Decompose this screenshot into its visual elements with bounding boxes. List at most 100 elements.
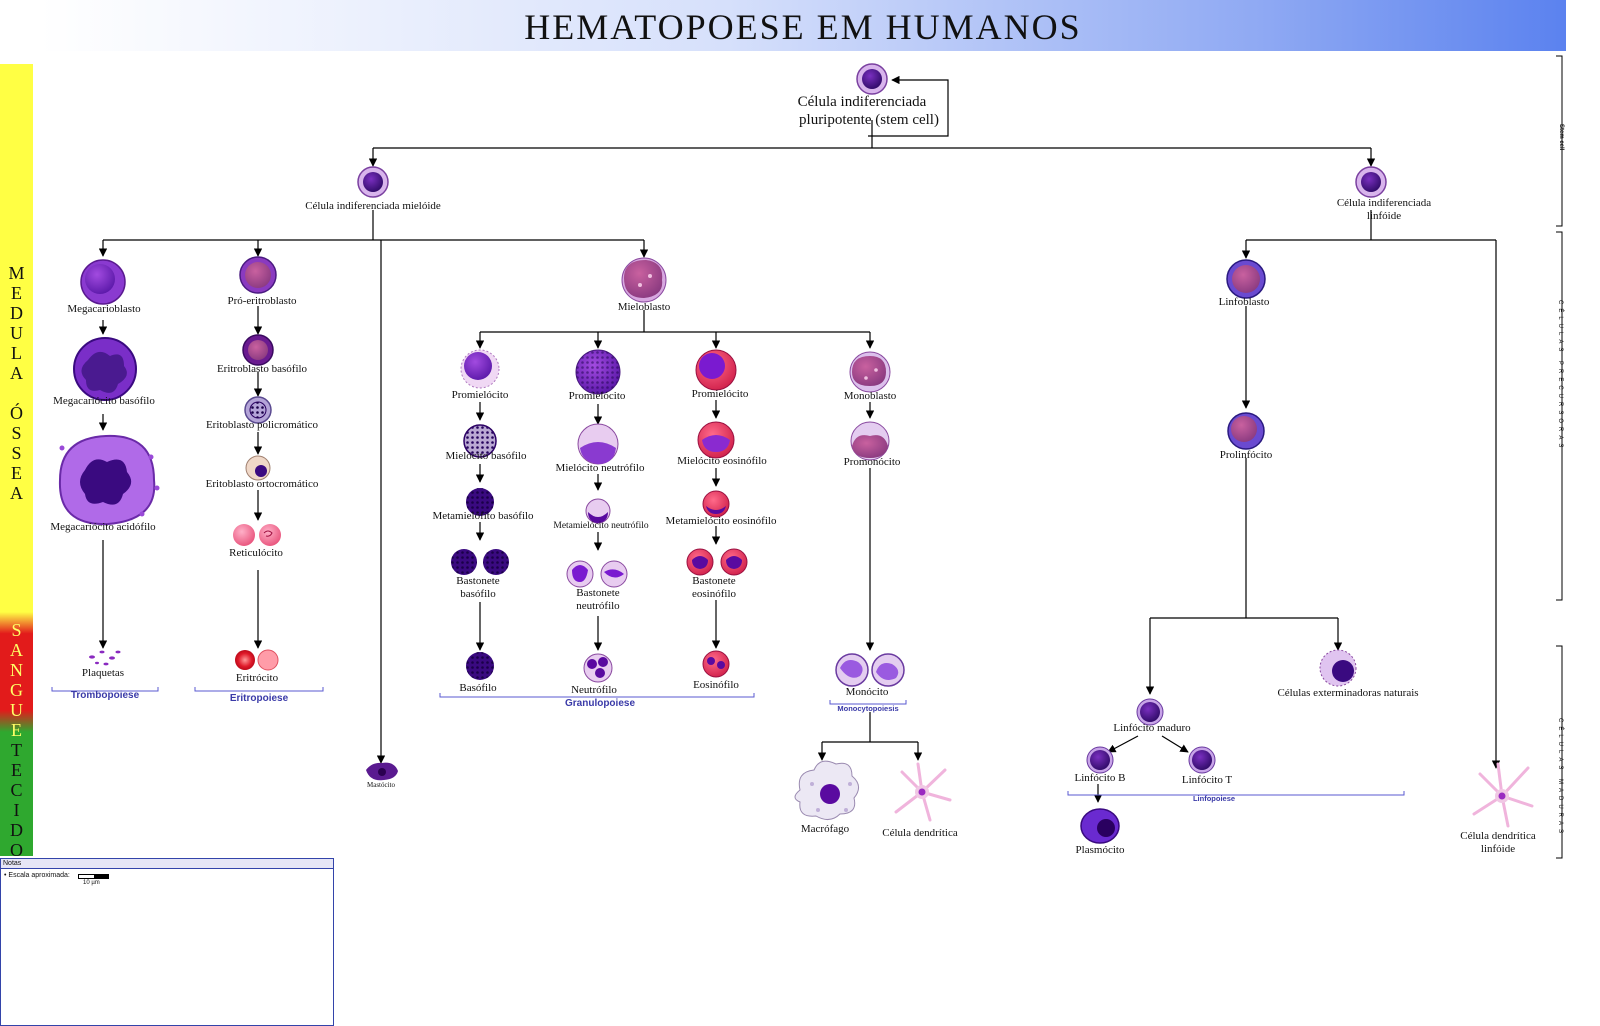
myeloblast-icon [621, 257, 667, 303]
basophil-band-label-line2: basófilo [460, 588, 496, 600]
zone-letter: O [10, 840, 23, 860]
neutrophil-band-label-line2: neutrófilo [576, 600, 620, 612]
acidophilic-megakaryocyte-icon [58, 434, 160, 526]
basophil-band-icon [451, 549, 509, 575]
mature-lymphocyte-label: Linfócito maduro [1113, 722, 1191, 734]
eosinophil-myelocyte-label: Mielócito eosinófilo [677, 455, 767, 467]
prolymphocyte-label: Prolinfócito [1219, 449, 1273, 461]
title-bar: HEMATOPOESE EM HUMANOS [40, 0, 1566, 51]
polychromatic-erythroblast-icon [244, 396, 272, 424]
lymphoid-progenitor-label-line1: Célula indiferenciada [1336, 197, 1432, 209]
stem-cell-label-line1: Célula indiferenciada [797, 94, 927, 110]
stem-cell-icon [856, 63, 888, 95]
basophilic-erythroblast-label: Eritroblasto basófilo [216, 363, 308, 375]
zone-letter: S [11, 443, 22, 463]
promonocyte-label: Promonócito [843, 456, 901, 468]
basophilic-megakaryocyte-icon [73, 337, 137, 401]
neutrophil-band-label: Bastonete neutrófilo [576, 587, 619, 613]
stem-cell-label-line2: pluripotente (stem cell) [799, 112, 939, 128]
scale-label: • Escala aproximada: [4, 872, 70, 879]
side-brackets [1556, 55, 1563, 859]
b-lymphocyte-icon [1086, 746, 1114, 774]
zone-letter: I [13, 800, 20, 820]
b-lymphocyte-label: Linfócito B [1074, 772, 1126, 784]
eosinophil-metamyelocyte-icon [702, 490, 730, 518]
zone-letter: E [11, 720, 22, 740]
zone-letter: A [10, 483, 23, 503]
zone-letter: C [10, 780, 23, 800]
proerythroblast-label: Pró-eritroblasto [227, 295, 297, 307]
basophil-metamyelocyte-icon [466, 488, 494, 516]
reticulocyte-label: Reticulócito [229, 547, 283, 559]
basophilic-erythroblast-icon [242, 334, 274, 366]
zone-letter: U [10, 700, 23, 720]
notes-header: Notas [1, 859, 333, 869]
t-lymphocyte-label: Linfócito T [1181, 774, 1233, 786]
plasma-cell-icon [1080, 808, 1120, 844]
zone-letter: Ó [10, 403, 23, 423]
thrombopoiesis-group-label: Trombopoiese [70, 690, 140, 701]
zone-letter: E [11, 760, 22, 780]
megakaryoblast-label: Megacarioblasto [67, 303, 141, 315]
erythrocyte-icon [235, 649, 279, 671]
neutrophil-myelocyte-label: Mielócito neutrófilo [555, 462, 645, 474]
myeloid-progenitor-label: Célula indiferenciada mielóide [305, 200, 441, 212]
lymphopoiesis-group-label: Linfopoiese [1192, 794, 1236, 803]
lymphoid-dendritic-cell-label: Célula dendrítica linfóide [1460, 830, 1535, 856]
zone-letter: D [10, 820, 23, 840]
macrophage-icon [794, 760, 859, 820]
zone-letter: A [10, 640, 23, 660]
neutrophil-promyelocyte-icon [575, 349, 621, 395]
monocyte-label: Monócito [845, 686, 889, 698]
zone-sangue [0, 612, 33, 732]
lymphoblast-icon [1226, 259, 1266, 299]
zone-letter: L [11, 343, 22, 363]
promonocyte-icon [850, 421, 890, 461]
polychromatic-erythroblast-label: Eritoblasto policromático [205, 419, 319, 431]
lymphoid-progenitor-label-line2: linfóide [1366, 210, 1402, 222]
monoblast-label: Monoblasto [843, 390, 897, 402]
eosinophil-label: Eosinófilo [693, 679, 739, 691]
page-title: HEMATOPOESE EM HUMANOS [524, 7, 1082, 47]
eosinophil-promyelocyte-label: Promielócito [691, 388, 749, 400]
platelets-icon [89, 650, 121, 666]
side-label-precursor: CÉLULAS PRECURSORAS [1557, 300, 1563, 452]
eosinophil-band-label: Bastonete eosinófilo [692, 575, 736, 601]
eosinophil-band-label-line1: Bastonete [692, 575, 736, 587]
monocyte-icon [835, 653, 905, 687]
basophil-myelocyte-label: Mielócito basófilo [445, 450, 527, 462]
lymphoid-dendritic-label-line1: Célula dendrítica [1460, 830, 1536, 842]
mast-cell-icon [366, 762, 398, 781]
neutrophil-icon [583, 653, 613, 683]
basophil-myelocyte-icon [463, 424, 497, 458]
mature-lymphocyte-icon [1136, 698, 1164, 726]
proerythroblast-icon [239, 256, 277, 294]
basophil-metamyelocyte-label: Metamielófito basófilo [432, 510, 534, 522]
acidophilic-megakaryocyte-label: Megacariócito acidófilo [50, 521, 156, 533]
lymphoid-dendritic-label-line2: linfóide [1480, 843, 1516, 855]
stem-cell-label: Célula indiferenciada pluripotente (stem… [785, 93, 939, 129]
t-lymphocyte-icon [1188, 746, 1216, 774]
zone-letter: M [8, 263, 25, 283]
orthochromatic-erythroblast-label: Eritoblasto ortocromático [205, 478, 319, 490]
nk-cell-label: Células exterminadoras naturais [1277, 687, 1419, 699]
neutrophil-metamyelocyte-icon [585, 498, 611, 524]
zone-letter: G [10, 680, 23, 700]
side-label-mature: CÉLULAS MADURAS [1557, 718, 1563, 838]
group-brackets [51, 687, 1405, 796]
neutrophil-band-label-line1: Bastonete [576, 587, 620, 599]
monocytopoiesis-group-label: Monocytopoiesis [837, 704, 899, 713]
zone-letter: U [10, 323, 23, 343]
eosinophil-icon [702, 650, 730, 678]
zone-letter: T [11, 740, 22, 760]
basophil-promyelocyte-label: Promielócito [451, 389, 509, 401]
basophilic-megakaryocyte-label: Megacariócito basófilo [53, 395, 155, 407]
lymphoid-progenitor-icon [1355, 166, 1387, 198]
basophil-promyelocyte-icon [460, 349, 500, 389]
connectors [98, 75, 1501, 803]
zone-medula-ossea [0, 64, 33, 612]
